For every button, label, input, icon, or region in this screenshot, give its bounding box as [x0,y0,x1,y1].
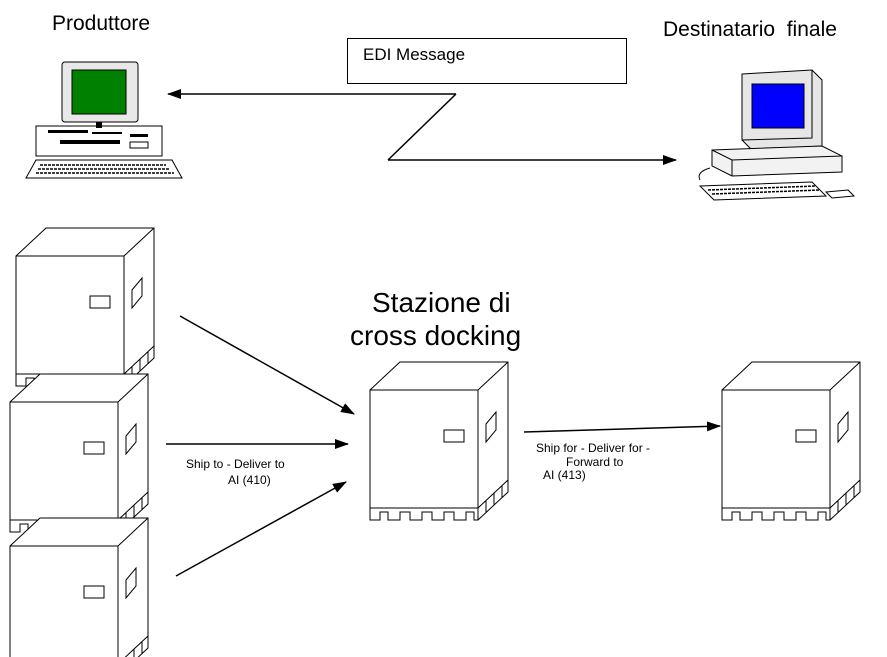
destination-pallet-box [721,361,861,521]
outbound-edge-label-line1: Ship for - Deliver for - [536,441,651,455]
inbound-edge-label-line1: Ship to - Deliver to [186,457,285,471]
edi-message-box: EDI Message [347,38,627,84]
inbound-arrow-top [179,315,355,415]
inbound-edge-label-line2: AI (410) [228,473,271,487]
destination-computer-icon [698,69,856,201]
source-pallet-box [9,517,149,657]
edi-arrow-zigzag [387,93,457,161]
crossdock-title-line2: cross docking [350,320,522,351]
destination-label: Destinatario finale [663,18,837,41]
producer-computer-icon [25,61,183,179]
outbound-arrow [523,421,721,433]
source-pallet-box [15,227,155,387]
outbound-edge-label-line3: AI (413) [543,468,586,482]
crossdock-title-line1: Stazione di [372,287,511,318]
outbound-edge-label-line2: Forward to [566,455,624,469]
inbound-arrow-bottom [175,481,347,577]
producer-label: Produttore [52,12,151,35]
edi-message-label: EDI Message [363,45,466,64]
source-pallet-box [9,373,149,533]
crossdock-pallet-box [369,361,509,521]
